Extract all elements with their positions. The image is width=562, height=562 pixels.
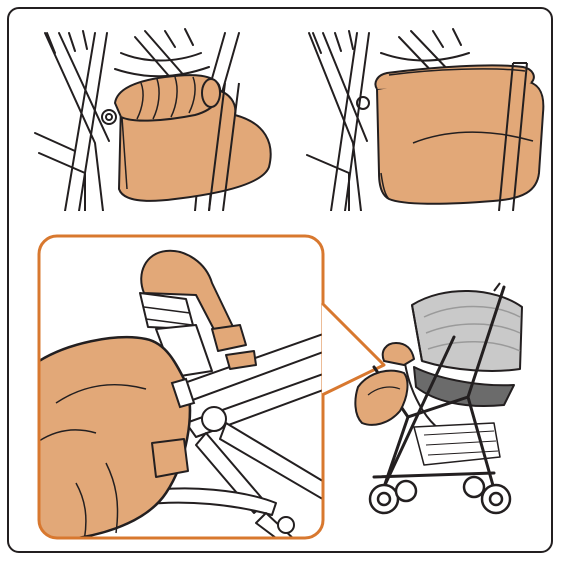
unrolled-cover-icon (293, 23, 547, 211)
instruction-card (7, 7, 553, 553)
handle-closeup-icon (36, 233, 326, 541)
panel-unrolled-cover (293, 23, 547, 211)
panel-rolled-cover (25, 23, 275, 211)
stroller-icon (344, 277, 544, 517)
rolled-cover-icon (25, 23, 275, 211)
panel-stroller (344, 277, 544, 517)
panel-handle-closeup (36, 233, 326, 541)
